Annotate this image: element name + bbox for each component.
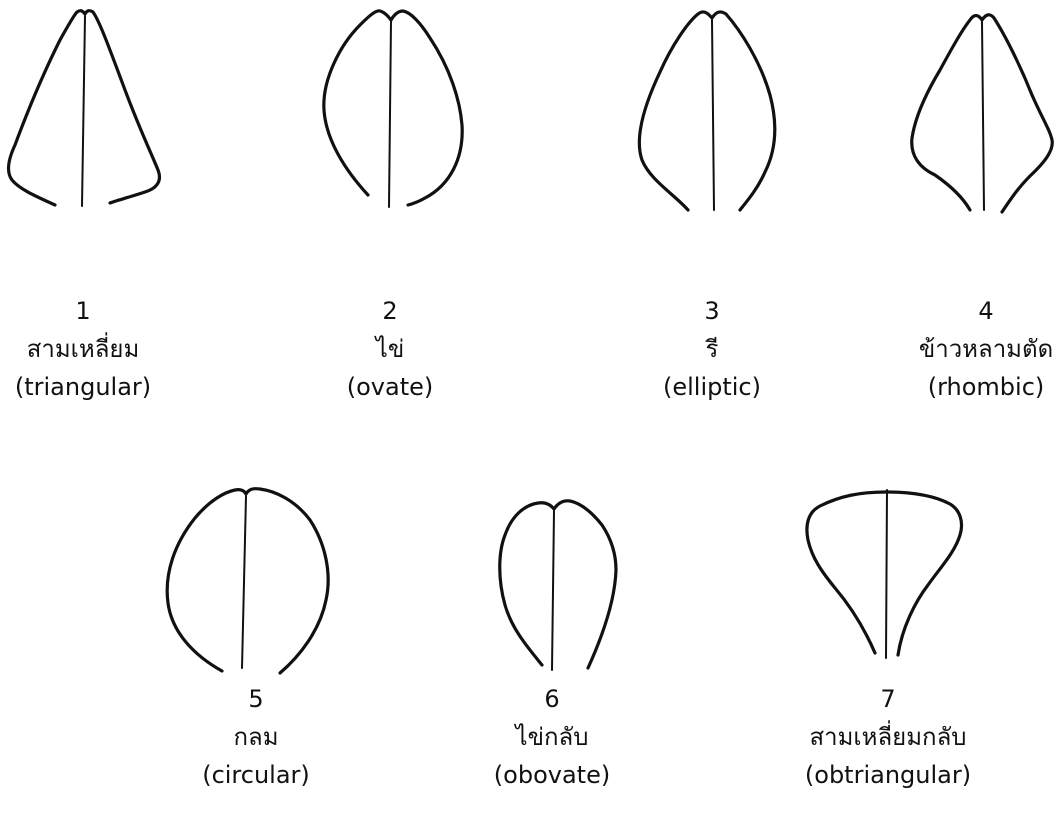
triangular-shape-drawing	[0, 0, 170, 220]
shape-english-name: (triangular)	[0, 368, 203, 406]
shape-thai-name: ไข่	[270, 330, 510, 368]
caption-ovate: 2 ไข่ (ovate)	[270, 292, 510, 406]
rhombic-shape-drawing	[890, 0, 1063, 225]
ovate-shape-drawing	[300, 0, 490, 220]
shape-thai-name: ข้าวหลามตัด	[866, 330, 1063, 368]
shape-english-name: (elliptic)	[592, 368, 832, 406]
obovate-shape-drawing	[470, 485, 640, 685]
elliptic-shape-drawing	[620, 0, 790, 225]
shape-thai-name: ไข่กลับ	[432, 718, 672, 756]
shape-thai-name: สามเหลี่ยมกลับ	[768, 718, 1008, 756]
shape-english-name: (rhombic)	[866, 368, 1063, 406]
caption-obtriangular: 7 สามเหลี่ยมกลับ (obtriangular)	[768, 680, 1008, 794]
caption-circular: 5 กลม (circular)	[136, 680, 376, 794]
shape-number: 4	[866, 292, 1063, 330]
shape-number: 7	[768, 680, 1008, 718]
shape-english-name: (ovate)	[270, 368, 510, 406]
shape-number: 2	[270, 292, 510, 330]
shape-english-name: (obtriangular)	[768, 756, 1008, 794]
shape-number: 5	[136, 680, 376, 718]
shape-thai-name: รี	[592, 330, 832, 368]
shape-thai-name: สามเหลี่ยม	[0, 330, 203, 368]
shape-english-name: (circular)	[136, 756, 376, 794]
caption-rhombic: 4 ข้าวหลามตัด (rhombic)	[866, 292, 1063, 406]
shape-english-name: (obovate)	[432, 756, 672, 794]
caption-triangular: 1 สามเหลี่ยม (triangular)	[0, 292, 203, 406]
shape-thai-name: กลม	[136, 718, 376, 756]
shape-number: 6	[432, 680, 672, 718]
shape-number: 1	[0, 292, 203, 330]
circular-shape-drawing	[150, 478, 350, 678]
shape-number: 3	[592, 292, 832, 330]
obtriangular-shape-drawing	[790, 480, 990, 675]
caption-elliptic: 3 รี (elliptic)	[592, 292, 832, 406]
caption-obovate: 6 ไข่กลับ (obovate)	[432, 680, 672, 794]
